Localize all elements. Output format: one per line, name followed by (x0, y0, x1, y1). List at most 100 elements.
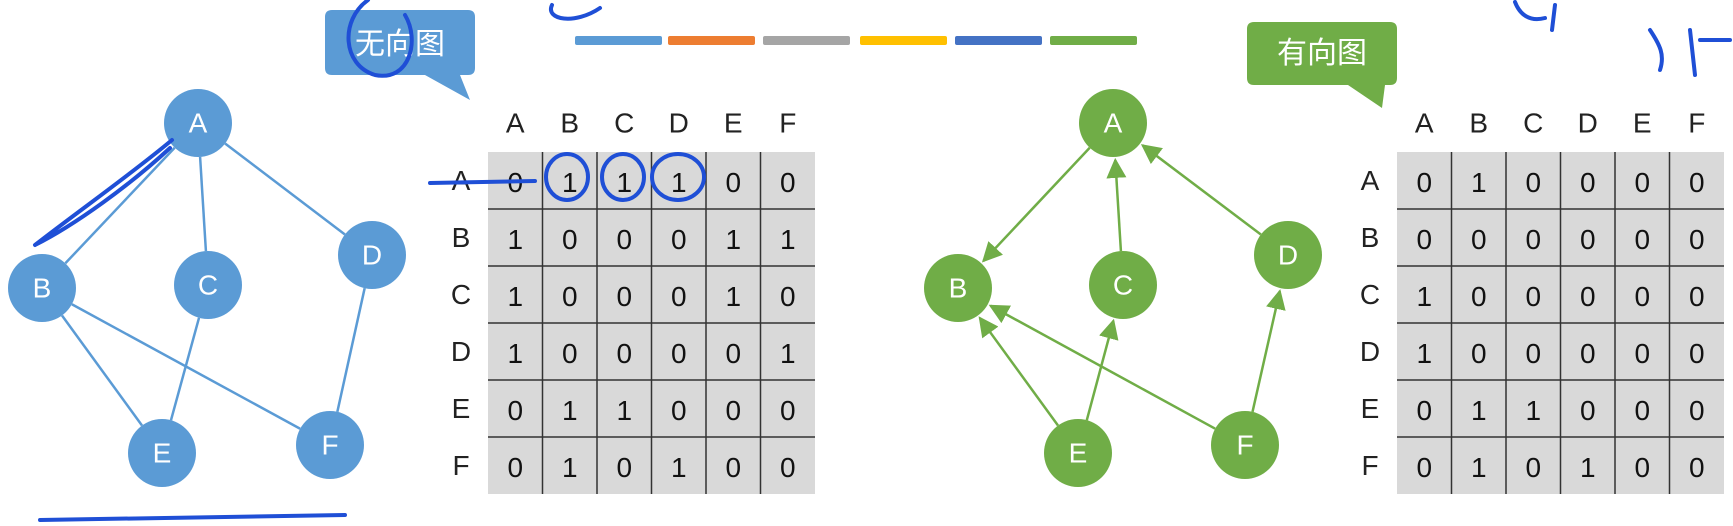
cell-f-e: 0 (725, 452, 741, 483)
cell-d-e: 0 (1634, 338, 1650, 369)
cell-e-a: 0 (507, 395, 523, 426)
node-f: F (1211, 411, 1279, 479)
undirected-callout-label: 无向图 (355, 27, 445, 62)
col-header-b: B (560, 108, 579, 139)
cell-d-d: 0 (671, 338, 687, 369)
cell-e-f: 0 (1689, 395, 1705, 426)
cell-e-b: 1 (562, 395, 578, 426)
node-circle (296, 411, 364, 479)
edge-c-e (169, 317, 201, 421)
ink-circle-ad (650, 152, 706, 202)
cell-f-c: 0 (1525, 452, 1541, 483)
cell-e-d: 0 (1580, 395, 1596, 426)
handwritten-annotations (33, 0, 706, 247)
cell-c-b: 0 (562, 281, 578, 312)
cell-f-f: 0 (1689, 452, 1705, 483)
cell-a-a: 0 (1416, 167, 1432, 198)
cell-e-e: 0 (1634, 395, 1650, 426)
cell-c-e: 1 (725, 281, 741, 312)
cell-c-d: 0 (1580, 281, 1596, 312)
ink-circle-callout (346, 0, 414, 78)
cell-a-f: 0 (1689, 167, 1705, 198)
col-header-f: F (779, 108, 796, 139)
cell-c-a: 1 (1416, 281, 1432, 312)
cell-a-e: 0 (1634, 167, 1650, 198)
col-header-d: D (1578, 108, 1598, 139)
cell-b-f: 1 (780, 224, 796, 255)
cell-d-a: 1 (1416, 338, 1432, 369)
cell-b-d: 0 (1580, 224, 1596, 255)
title-decoration-bars (575, 36, 1137, 45)
row-header-f: F (1361, 450, 1378, 481)
edge-a-c (198, 156, 208, 252)
row-header-c: C (451, 279, 471, 310)
cell-a-f: 0 (780, 167, 796, 198)
node-label: B (949, 273, 968, 304)
node-label: E (153, 438, 172, 469)
cell-b-b: 0 (562, 224, 578, 255)
edge-a-b (981, 146, 1091, 263)
row-header-a: A (1361, 165, 1380, 196)
cell-e-b: 1 (1471, 395, 1487, 426)
title-bar-4 (860, 36, 947, 45)
node-label: F (1236, 430, 1253, 461)
node-d: D (1254, 221, 1322, 289)
cell-a-b: 1 (1471, 167, 1487, 198)
cell-d-c: 0 (616, 338, 632, 369)
title-bar-3 (763, 36, 850, 45)
node-circle (128, 419, 196, 487)
col-header-a: A (1415, 108, 1434, 139)
cell-e-e: 0 (725, 395, 741, 426)
edge-c-a (1106, 157, 1127, 252)
row-header-c: C (1360, 279, 1380, 310)
cell-a-e: 0 (725, 167, 741, 198)
node-label: F (321, 430, 338, 461)
col-header-b: B (1469, 108, 1488, 139)
cell-b-c: 0 (616, 224, 632, 255)
node-circle (1211, 411, 1279, 479)
node-label: C (198, 270, 218, 301)
edge-f-b (988, 304, 1216, 430)
node-circle (1044, 419, 1112, 487)
edge-e-c (1085, 318, 1119, 421)
cell-e-a: 0 (1416, 395, 1432, 426)
undirected-graph-edges (60, 142, 366, 430)
node-e: E (128, 419, 196, 487)
node-label: D (362, 240, 382, 271)
cell-c-b: 0 (1471, 281, 1487, 312)
cell-f-c: 0 (616, 452, 632, 483)
node-circle (338, 221, 406, 289)
edge-d-a (1140, 144, 1262, 236)
cell-c-e: 0 (1634, 281, 1650, 312)
title-bar-5 (955, 36, 1042, 45)
node-circle (1079, 89, 1147, 157)
cell-a-b: 1 (562, 167, 578, 198)
edge-d-f (336, 287, 366, 413)
cell-a-d: 1 (671, 167, 687, 198)
cell-d-e: 0 (725, 338, 741, 369)
node-label: D (1278, 240, 1298, 271)
node-circle (8, 254, 76, 322)
node-label: B (33, 273, 52, 304)
row-header-d: D (451, 336, 471, 367)
edge-f-d (1251, 289, 1286, 413)
node-label: C (1113, 270, 1133, 301)
cell-b-d: 0 (671, 224, 687, 255)
cell-c-f: 0 (1689, 281, 1705, 312)
node-c: C (174, 251, 242, 319)
edge-a-d (224, 142, 346, 236)
col-header-c: C (1523, 108, 1543, 139)
ink-row-a-strike (428, 179, 537, 185)
cell-c-c: 0 (616, 281, 632, 312)
edge-b-e (60, 314, 144, 427)
cell-a-d: 0 (1580, 167, 1596, 198)
cell-c-f: 0 (780, 281, 796, 312)
title-bar-1 (575, 36, 662, 45)
node-circle (1089, 251, 1157, 319)
cell-e-d: 0 (671, 395, 687, 426)
node-b: B (8, 254, 76, 322)
